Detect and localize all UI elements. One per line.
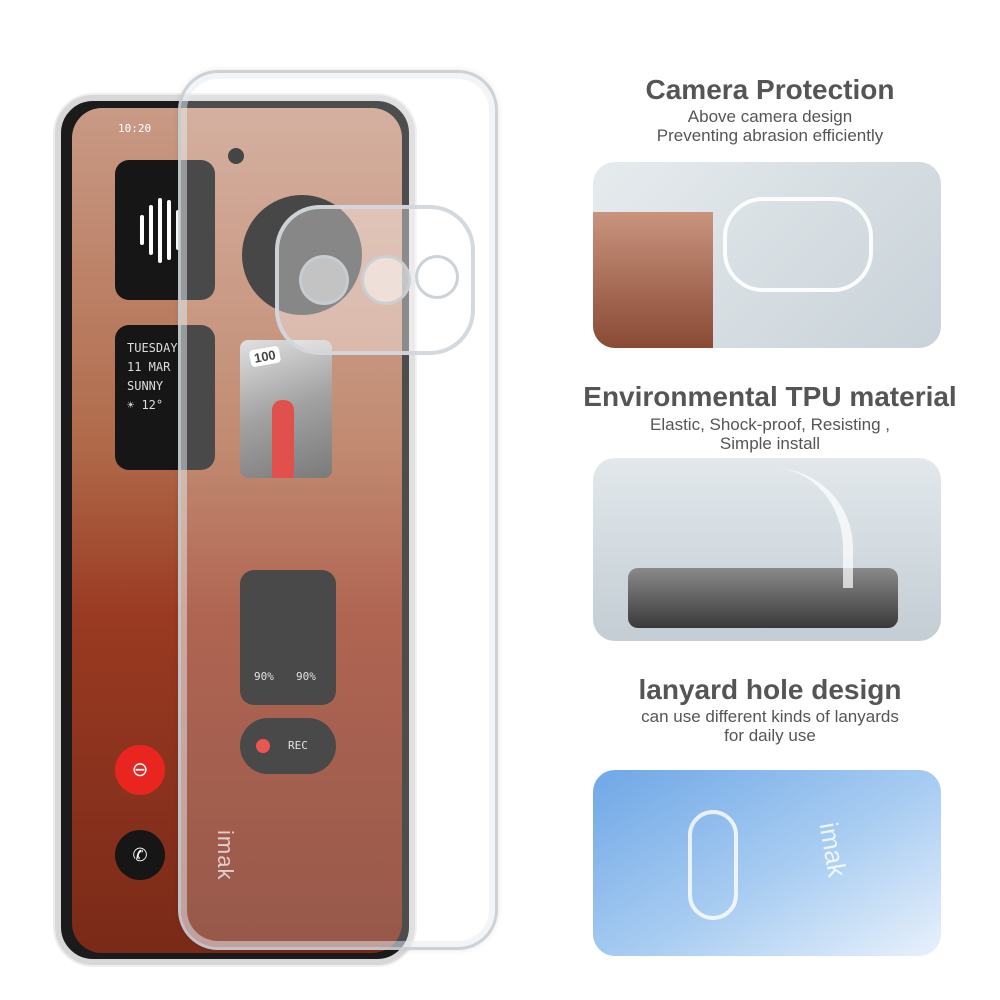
feature-line: Above camera design bbox=[687, 107, 853, 126]
phone-icon: ✆ bbox=[115, 830, 165, 880]
left-bud-battery: 90% bbox=[254, 670, 274, 683]
photo-person bbox=[272, 400, 294, 478]
case-lens-hole bbox=[299, 255, 349, 305]
feature-title: Camera Protection bbox=[645, 74, 895, 105]
right-bud-battery: 90% bbox=[296, 670, 316, 683]
feature-title: lanyard hole design bbox=[638, 674, 902, 705]
recorder-widget: REC bbox=[240, 718, 336, 774]
bent-case-edge bbox=[743, 468, 853, 588]
status-clock: 10:20 bbox=[118, 122, 152, 135]
date-temp: ☀ 12° bbox=[127, 398, 164, 412]
record-icon bbox=[256, 739, 270, 753]
feature-title: Environmental TPU material bbox=[583, 381, 957, 412]
feature-line: Preventing abrasion efficiently bbox=[656, 126, 884, 145]
feature-line: can use different kinds of lanyards bbox=[641, 707, 899, 726]
case-camera-bump bbox=[275, 205, 475, 355]
feature-line: Elastic, Shock-proof, Resisting , bbox=[650, 415, 890, 434]
case-lens-hole bbox=[361, 255, 411, 305]
flexible-case-image bbox=[593, 458, 941, 641]
recorder-label: REC bbox=[288, 739, 308, 752]
lanyard-hole bbox=[688, 810, 738, 920]
earbuds-widget: 90% 90% bbox=[240, 570, 336, 705]
front-camera bbox=[228, 148, 244, 164]
screen-closeup bbox=[593, 212, 713, 348]
voice-widget bbox=[115, 160, 215, 300]
case-lens-hole bbox=[415, 255, 459, 299]
date-widget: TUESDAY 11 MAR SUNNY ☀ 12° bbox=[115, 325, 215, 470]
feature-line: for daily use bbox=[724, 726, 816, 745]
case-logo: imak bbox=[213, 830, 238, 881]
date-day: TUESDAY bbox=[127, 341, 178, 355]
lanyard-hole-image: imak bbox=[593, 770, 941, 956]
feature-line: Simple install bbox=[719, 434, 821, 453]
clear-case bbox=[178, 70, 498, 950]
minus-icon: ⊖ bbox=[115, 745, 165, 795]
camera-detail-image bbox=[593, 162, 941, 348]
detail-logo: imak bbox=[813, 820, 853, 880]
date-weather: SUNNY bbox=[127, 379, 164, 393]
date-date: 11 MAR bbox=[127, 360, 171, 374]
camera-bump-closeup bbox=[723, 197, 873, 292]
